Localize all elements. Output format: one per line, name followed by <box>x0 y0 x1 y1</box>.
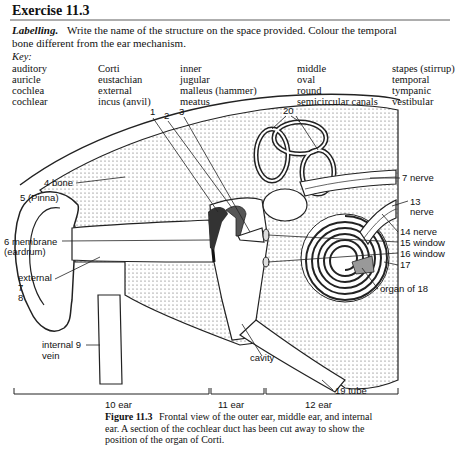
region-label: 11 ear <box>218 399 244 410</box>
callout-number: 13 <box>410 196 421 207</box>
callout-label: 7 nerve <box>402 172 434 183</box>
instruction-text: Write the name of the structure on the s… <box>12 24 412 49</box>
instruction-lead: Labelling. <box>12 24 58 36</box>
leader-lines <box>55 116 408 390</box>
key-term: Corti <box>98 63 120 74</box>
region-label: 10 ear <box>105 399 132 410</box>
callout-number: 1 <box>150 106 155 117</box>
figure-number: Figure 11.3 <box>105 411 153 422</box>
key-term: vestibular <box>392 96 433 107</box>
region-label: 12 ear <box>305 399 332 410</box>
stapes <box>238 228 264 242</box>
key-heading: Key: <box>12 51 32 62</box>
callout-label: internal 9 <box>42 339 81 350</box>
pinna-shape <box>15 192 79 331</box>
key-term: incus (anvil) <box>98 96 151 107</box>
key-term: tympanic <box>392 85 431 96</box>
incus <box>226 206 246 236</box>
callout-number: 3 <box>179 106 184 117</box>
canal-inner <box>256 129 288 181</box>
key-term: external <box>98 85 132 96</box>
vestibular-nerve <box>300 170 396 196</box>
key-term: auricle <box>12 74 41 85</box>
figure-caption: Frontal view of the outer ear, middle ea… <box>105 411 380 446</box>
key-term: jugular <box>180 74 210 85</box>
callout-number: 2 <box>164 110 169 121</box>
key-term: malleus (hammer) <box>180 85 257 96</box>
key-term: middle <box>297 63 326 74</box>
callout-label: 5 (Pinna) <box>20 192 59 203</box>
key-term: oval <box>297 74 315 85</box>
exercise-title: Exercise 11.3 <box>12 3 90 19</box>
eustachian-tube <box>240 320 345 392</box>
callout-number: 8 <box>18 292 23 303</box>
callout-number: 17 <box>400 259 411 270</box>
nerve-fibre <box>305 177 396 189</box>
key-term: auditory <box>12 63 47 74</box>
vestibule <box>263 189 307 221</box>
key-term: cochlear <box>12 96 48 107</box>
callout-label: (eardrum) <box>4 246 46 257</box>
key-term: temporal <box>392 74 429 85</box>
key-term: meatus <box>180 96 210 107</box>
callout-label: nerve <box>410 206 434 217</box>
callout-label: organ of 18 <box>380 283 428 294</box>
key-term: round <box>297 85 322 96</box>
callout-label: 14 nerve <box>400 226 437 237</box>
callout-label: 6 membrane <box>4 236 57 247</box>
malleus <box>208 207 228 250</box>
callout-label: vein <box>42 350 59 361</box>
key-term: cochlea <box>12 85 44 96</box>
callout-number: 20 <box>283 105 294 116</box>
key-term: stapes (stirrup) <box>392 63 455 74</box>
key-term: semicircular canals <box>297 96 378 107</box>
cochlear-duct-cutaway <box>352 256 374 274</box>
callout-label: 4 bone <box>44 177 73 188</box>
key-term: eustachian <box>98 74 142 85</box>
callout-label: 15 window <box>400 237 445 248</box>
callout-label: external <box>18 272 52 283</box>
callout-label: 19 tube <box>335 385 367 396</box>
jugular-vein <box>98 295 122 384</box>
key-term: inner <box>180 63 202 74</box>
callout-label: 16 window <box>400 248 445 259</box>
nerve-fibre <box>364 209 396 238</box>
temporal-bone <box>40 105 398 389</box>
title-rule <box>10 20 450 21</box>
callout-number: 7 <box>18 282 23 293</box>
cochlear-nerve <box>360 200 396 244</box>
callout-label: cavity <box>250 352 274 363</box>
